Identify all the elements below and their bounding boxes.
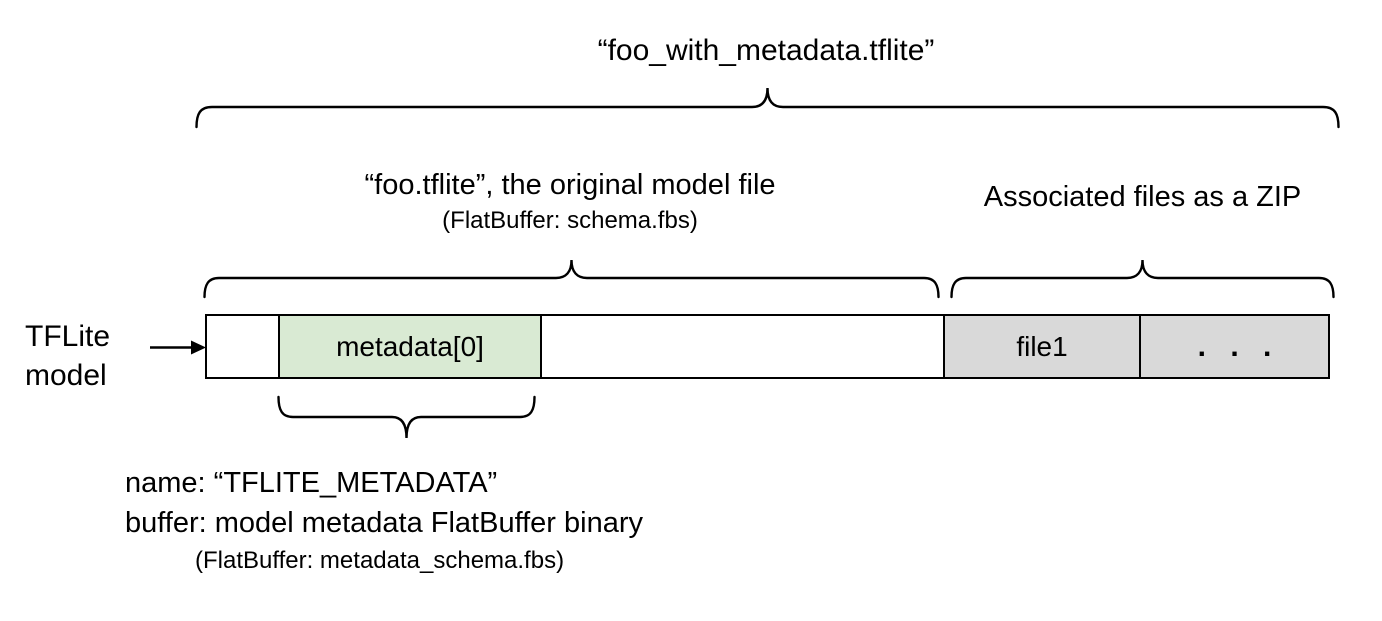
associated-files-label: Associated files as a ZIP xyxy=(983,181,1302,213)
metadata-schema-line: (FlatBuffer: metadata_schema.fbs) xyxy=(195,547,565,574)
metadata-name-line: name: “TFLITE_METADATA” xyxy=(125,467,498,499)
tflite-model-label-line2: model xyxy=(25,359,107,392)
arrow-icon xyxy=(150,340,206,355)
bar-segment-metadata: metadata[0] xyxy=(278,316,540,377)
model-file-label-block: “foo.tflite”, the original model file (F… xyxy=(270,168,870,235)
bar-segment-file1: file1 xyxy=(943,316,1139,377)
metadata-buffer-line: buffer: model metadata FlatBuffer binary xyxy=(125,507,643,539)
bar-segment-model-body xyxy=(540,316,943,377)
model-bar: metadata[0] file1 . . . xyxy=(205,314,1330,379)
model-file-label: “foo.tflite”, the original model file xyxy=(364,169,776,201)
bar-segment-more-files: . . . xyxy=(1139,316,1328,377)
model-file-sublabel: (FlatBuffer: schema.fbs) xyxy=(442,207,698,234)
tflite-model-label-line1: TFLite xyxy=(25,320,111,353)
top-file-brace xyxy=(195,87,1340,129)
model-file-brace xyxy=(203,259,940,299)
diagram-title: “foo_with_metadata.tflite” xyxy=(597,34,935,67)
tflite-model-label: TFLite model xyxy=(25,317,110,395)
associated-files-brace xyxy=(950,259,1335,299)
metadata-annotation: name: “TFLITE_METADATA” buffer: model me… xyxy=(125,463,643,576)
bar-segment-leading-empty xyxy=(207,316,278,377)
metadata-brace xyxy=(277,395,536,439)
